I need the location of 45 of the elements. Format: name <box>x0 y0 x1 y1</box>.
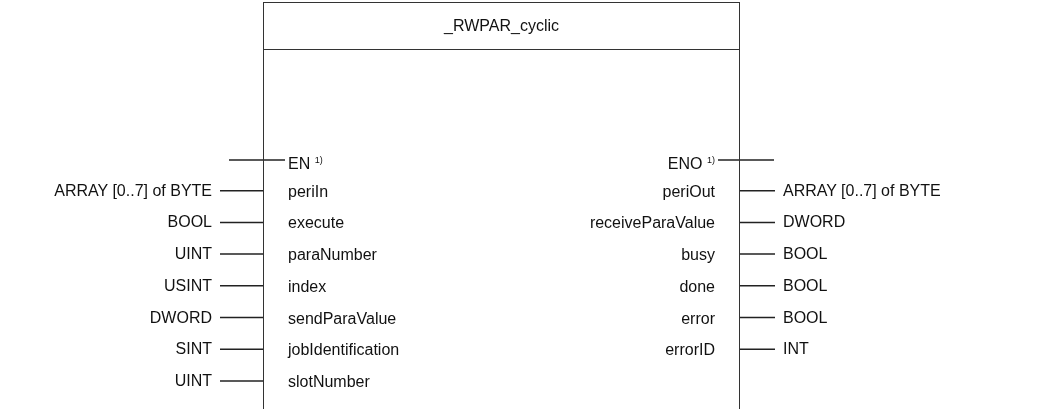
data-type-label: SINT <box>175 339 220 360</box>
connector-line <box>738 221 776 224</box>
input-pin-label: slotNumber <box>264 371 370 392</box>
data-type-label: DWORD <box>149 307 220 328</box>
data-type-label: INT <box>775 339 809 360</box>
connector-line <box>738 285 776 287</box>
connector-line <box>228 159 286 161</box>
connector-line <box>717 159 775 161</box>
data-type-label: BOOL <box>775 244 828 265</box>
output-pin-label: periOut <box>662 181 739 202</box>
data-type-label: BOOL <box>775 307 828 328</box>
data-type-label: DWORD <box>775 212 846 233</box>
data-type-label: USINT <box>164 275 220 296</box>
data-type-label: ARRAY [0..7] of BYTE <box>54 180 220 201</box>
output-pin-label: done <box>679 276 739 297</box>
data-type-label: ARRAY [0..7] of BYTE <box>775 180 941 201</box>
input-pin-label: periIn <box>264 181 329 202</box>
input-pin-label: paraNumber <box>264 245 377 266</box>
input-pin-label: jobIdentification <box>264 340 400 361</box>
data-type-label: BOOL <box>775 275 828 296</box>
connector-line <box>219 221 265 224</box>
data-type-label: UINT <box>174 370 220 391</box>
connector-line <box>219 316 265 319</box>
connector-line <box>738 316 776 319</box>
output-pin-label: errorID <box>665 340 739 361</box>
connector-line <box>738 348 776 350</box>
connector-line <box>219 189 265 192</box>
output-pin-label: ENO $^{1)}$ <box>667 150 739 170</box>
block-title: _RWPAR_cyclic <box>442 17 560 35</box>
connector-line <box>219 380 265 382</box>
connector-line <box>219 348 265 350</box>
input-pin-label: sendParaValue <box>264 308 397 329</box>
output-pin-label: busy <box>681 245 739 266</box>
function-block <box>263 2 740 409</box>
connector-line <box>219 253 265 255</box>
output-pin-label: receiveParaValue <box>589 213 739 234</box>
connector-line <box>738 253 776 255</box>
data-type-label: BOOL <box>167 212 220 233</box>
data-type-label: UINT <box>174 244 220 265</box>
connector-line <box>219 285 265 287</box>
input-pin-label: EN $^{1)}$ <box>264 150 323 170</box>
connector-line <box>738 189 776 192</box>
output-pin-label: error <box>681 308 739 329</box>
input-pin-label: execute <box>264 213 345 234</box>
input-pin-label: index <box>264 276 327 297</box>
